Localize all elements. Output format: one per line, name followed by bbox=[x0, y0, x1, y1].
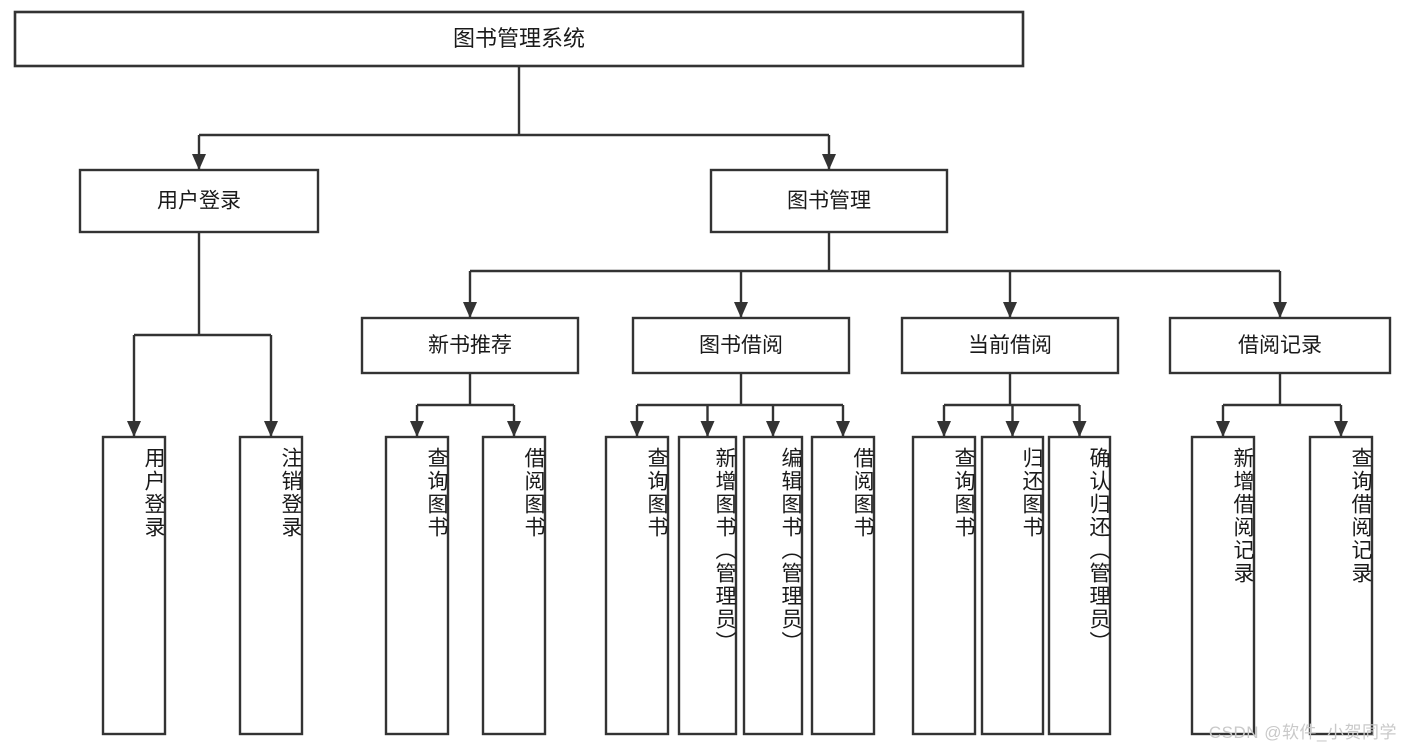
node-leaf-确认归还-管理员[interactable] bbox=[1047, 435, 1112, 736]
node-level3-当前借阅[interactable] bbox=[900, 316, 1120, 375]
arrow-head-icon bbox=[1005, 421, 1020, 437]
node-leaf-新增借阅记录[interactable] bbox=[1190, 435, 1256, 736]
node-level3-图书借阅[interactable] bbox=[631, 316, 851, 375]
node-label-用户登录: 用户登录 bbox=[157, 190, 241, 213]
node-leaf-编辑图书-管理员[interactable] bbox=[742, 435, 804, 736]
arrow-head-icon bbox=[937, 421, 951, 437]
arrow-head-icon bbox=[1216, 421, 1230, 437]
node-box[interactable] bbox=[1190, 435, 1256, 736]
arrow-head-icon bbox=[1334, 421, 1348, 437]
node-leaf-新增图书-管理员[interactable] bbox=[677, 435, 738, 736]
node-box[interactable] bbox=[481, 435, 547, 736]
arrow-head-icon bbox=[1003, 302, 1017, 318]
arrow-head-icon bbox=[836, 421, 850, 437]
node-box[interactable] bbox=[238, 435, 304, 736]
node-leaf-查询图书[interactable] bbox=[604, 435, 670, 736]
arrow-head-icon bbox=[192, 154, 206, 170]
node-box[interactable] bbox=[78, 168, 320, 234]
node-root-图书管理系统[interactable] bbox=[13, 10, 1025, 68]
node-level2-用户登录[interactable] bbox=[78, 168, 320, 234]
node-box[interactable] bbox=[980, 435, 1045, 736]
arrow-head-icon bbox=[700, 421, 715, 437]
connector-group-book-management-to-level3 bbox=[463, 232, 1287, 318]
node-box[interactable] bbox=[384, 435, 450, 736]
node-box[interactable] bbox=[1168, 316, 1392, 375]
node-box[interactable] bbox=[911, 435, 977, 736]
arrow-head-icon bbox=[766, 421, 780, 437]
node-leaf-借阅图书[interactable] bbox=[481, 435, 547, 736]
node-label-借阅记录: 借阅记录 bbox=[1238, 334, 1322, 357]
node-box[interactable] bbox=[810, 435, 876, 736]
connectors-layer bbox=[127, 66, 1348, 437]
arrow-head-icon bbox=[410, 421, 424, 437]
node-leaf-查询借阅记录[interactable] bbox=[1308, 435, 1374, 736]
node-box[interactable] bbox=[631, 316, 851, 375]
node-label-图书管理系统: 图书管理系统 bbox=[453, 26, 585, 51]
node-box[interactable] bbox=[900, 316, 1120, 375]
connector-group-用户登录-to-leaves bbox=[127, 232, 278, 437]
node-box[interactable] bbox=[742, 435, 804, 736]
connector-group-当前借阅-to-leaves bbox=[937, 373, 1087, 437]
node-box[interactable] bbox=[677, 435, 738, 736]
arrow-head-icon bbox=[264, 421, 278, 437]
node-box[interactable] bbox=[101, 435, 167, 736]
arrow-head-icon bbox=[1072, 421, 1087, 437]
node-box[interactable] bbox=[360, 316, 580, 375]
node-leaf-用户登录[interactable] bbox=[101, 435, 167, 736]
node-leaf-查询图书[interactable] bbox=[384, 435, 450, 736]
node-level3-新书推荐[interactable] bbox=[360, 316, 580, 375]
node-leaf-借阅图书[interactable] bbox=[810, 435, 876, 736]
node-box[interactable] bbox=[1047, 435, 1112, 736]
node-leaf-注销登录[interactable] bbox=[238, 435, 304, 736]
node-label-图书管理: 图书管理 bbox=[787, 190, 871, 213]
arrow-head-icon bbox=[1273, 302, 1287, 318]
arrow-head-icon bbox=[507, 421, 521, 437]
node-label-当前借阅: 当前借阅 bbox=[968, 334, 1052, 357]
node-box[interactable] bbox=[709, 168, 949, 234]
node-leaf-归还图书[interactable] bbox=[980, 435, 1045, 736]
node-box[interactable] bbox=[604, 435, 670, 736]
arrow-head-icon bbox=[630, 421, 644, 437]
connector-group-新书推荐-to-leaves bbox=[410, 373, 521, 437]
node-level3-借阅记录[interactable] bbox=[1168, 316, 1392, 375]
arrow-head-icon bbox=[127, 421, 141, 437]
node-label-新书推荐: 新书推荐 bbox=[428, 334, 512, 357]
node-box[interactable] bbox=[1308, 435, 1374, 736]
node-label-图书借阅: 图书借阅 bbox=[699, 334, 783, 357]
connector-group-借阅记录-to-leaves bbox=[1216, 373, 1348, 437]
node-leaf-查询图书[interactable] bbox=[911, 435, 977, 736]
arrow-head-icon bbox=[463, 302, 477, 318]
node-level2-图书管理[interactable] bbox=[709, 168, 949, 234]
arrow-head-icon bbox=[734, 302, 748, 318]
arrow-head-icon bbox=[822, 154, 836, 170]
node-boxes-layer bbox=[13, 10, 1392, 736]
connector-group-root-to-level2 bbox=[192, 66, 836, 170]
csdn-watermark: CSDN @软件_小贺同学 bbox=[1208, 723, 1397, 742]
node-box[interactable] bbox=[13, 10, 1025, 68]
connector-group-图书借阅-to-leaves bbox=[630, 373, 850, 437]
